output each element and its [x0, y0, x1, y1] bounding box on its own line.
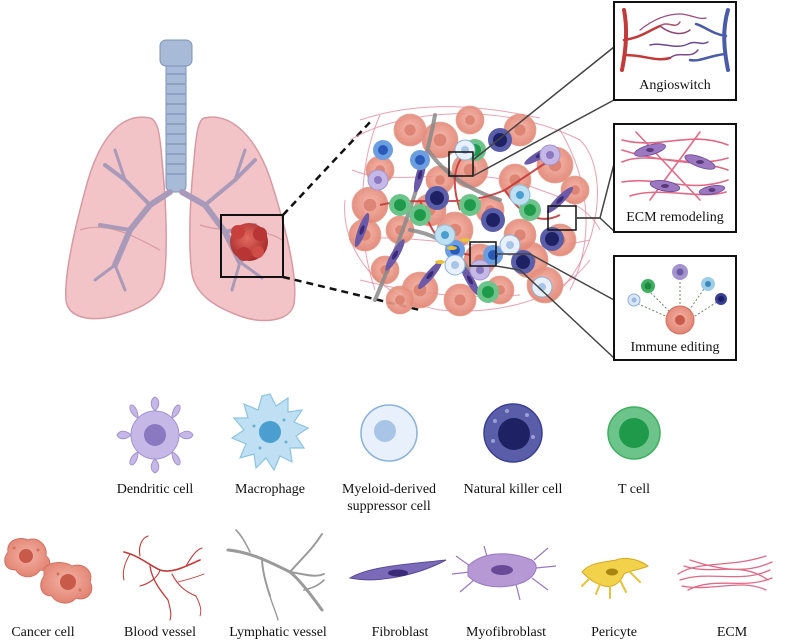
fibroblast-icon — [348, 559, 447, 581]
legend-label-dendritic-cell: Dendritic cell — [116, 482, 194, 497]
left-lung — [64, 116, 167, 320]
legend-label-pericyte: Pericyte — [591, 625, 637, 640]
legend-label-blood-vessel: Blood vessel — [124, 625, 196, 640]
legend-label-lymphatic-vessel: Lymphatic vessel — [229, 625, 327, 640]
legend-label-fibroblast: Fibroblast — [371, 625, 429, 640]
immune-editing-label: Immune editing — [630, 340, 720, 355]
macrophage-icon — [230, 393, 310, 472]
dendritic-cell-icon — [116, 396, 194, 474]
tumor-microenvironment — [344, 105, 601, 317]
legend-label-mdsc-line1: Myeloid-derived — [341, 482, 437, 497]
legend-label-nk-cell: Natural killer cell — [463, 482, 563, 497]
cancer-cell-icon — [4, 538, 93, 604]
legend-label-myofibroblast: Myofibroblast — [465, 625, 547, 640]
mdsc-icon — [360, 404, 418, 462]
right-lung — [189, 116, 296, 322]
angioswitch-zoom-box — [448, 151, 474, 177]
legend-label-ecm: ECM — [716, 625, 748, 640]
ecm-remodeling-label: ECM remodeling — [626, 210, 724, 225]
legend-label-t-cell: T cell — [617, 482, 650, 497]
legend-label-macrophage: Macrophage — [235, 482, 305, 497]
legend-label-cancer-cell: Cancer cell — [11, 625, 75, 640]
nk-cell-icon — [483, 403, 543, 463]
tumor-zoom-box — [220, 214, 284, 278]
angioswitch-label: Angioswitch — [639, 78, 711, 93]
lung-tumor — [230, 223, 268, 261]
myofibroblast-icon — [451, 545, 557, 601]
ecm-remodeling-inset — [613, 123, 737, 233]
trachea — [159, 39, 193, 193]
blood-vessel-icon — [122, 535, 205, 621]
legend-label-mdsc-line2: suppressor cell — [347, 499, 431, 514]
lymphatic-vessel-icon — [226, 529, 325, 621]
lungs-illustration — [64, 39, 421, 322]
immune-editing-inset — [613, 255, 737, 361]
angioswitch-inset — [613, 1, 737, 101]
t-cell-icon — [607, 406, 661, 460]
ecm-icon — [677, 555, 773, 591]
pericyte-icon — [581, 557, 649, 599]
